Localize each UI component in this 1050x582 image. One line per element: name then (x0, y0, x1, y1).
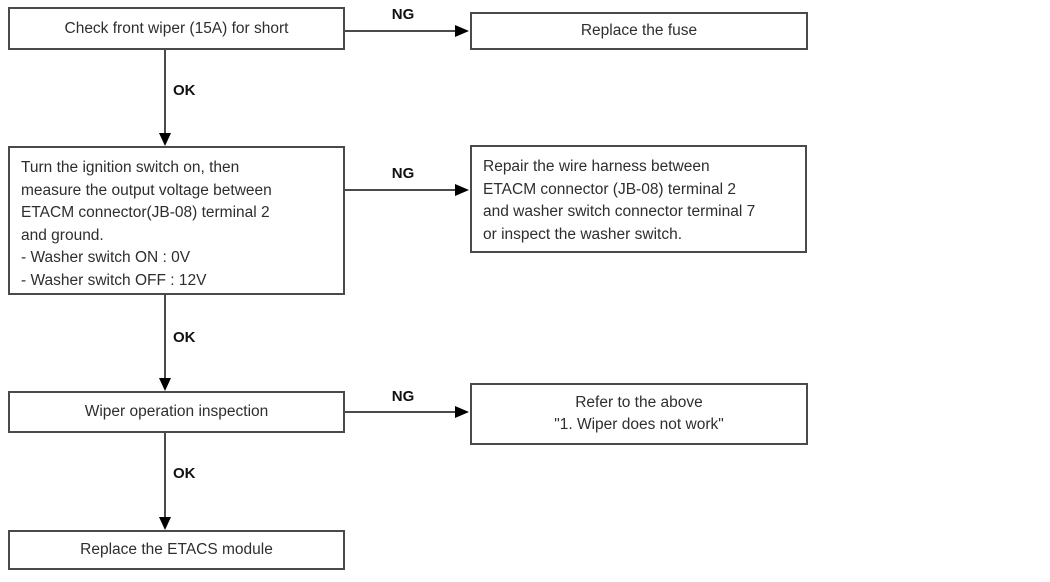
refer-above-line: "1. Wiper does not work" (554, 416, 724, 433)
repair-harness-line: ETACM connector (JB-08) terminal 2 (483, 180, 736, 198)
arrowhead-down-icon (159, 133, 171, 146)
edge-label-ng-3: NG (391, 388, 415, 405)
measure-voltage-line: - Washer switch OFF : 12V (21, 271, 207, 289)
measure-voltage-line: ETACM connector(JB-08) terminal 2 (21, 204, 270, 221)
connector-check-to-measure (164, 50, 166, 135)
edge-label-ok-2: OK (173, 329, 196, 346)
edge-label-ng-1: NG (391, 6, 415, 23)
measure-voltage-line: measure the output voltage between (21, 181, 272, 199)
edge-label-ng-2: NG (391, 165, 415, 182)
arrowhead-down-icon (159, 517, 171, 530)
flow-step-replace-etacs: Replace the ETACS module (8, 530, 345, 570)
flow-step-wiper-inspection: Wiper operation inspection (8, 391, 345, 433)
repair-harness-line: Repair the wire harness between (483, 158, 710, 175)
connector-check-to-replace-fuse (345, 30, 457, 32)
flow-step-replace-fuse: Replace the fuse (470, 12, 808, 50)
repair-harness-line: and washer switch connector terminal 7 (483, 203, 756, 220)
flow-step-measure-voltage: Turn the ignition switch on, then measur… (8, 146, 345, 295)
arrowhead-right-icon (455, 25, 469, 37)
flow-step-refer-above: Refer to the above "1. Wiper does not wo… (470, 383, 808, 445)
measure-voltage-line: Turn the ignition switch on, then (21, 159, 240, 176)
connector-inspection-to-replace-etacs (164, 433, 166, 519)
measure-voltage-line: - Washer switch ON : 0V (21, 249, 191, 266)
flow-step-replace-fuse-label: Replace the fuse (580, 22, 698, 39)
flow-step-check-fuse: Check front wiper (15A) for short (8, 7, 345, 50)
connector-measure-to-repair (345, 189, 457, 191)
arrowhead-down-icon (159, 378, 171, 391)
flow-step-wiper-inspection-label: Wiper operation inspection (84, 403, 269, 420)
refer-above-line: Refer to the above (575, 394, 703, 411)
flow-step-replace-etacs-label: Replace the ETACS module (80, 541, 273, 558)
flow-step-check-fuse-label: Check front wiper (15A) for short (64, 19, 289, 37)
edge-label-ok-3: OK (173, 465, 196, 482)
edge-label-ok-1: OK (173, 82, 196, 99)
arrowhead-right-icon (455, 184, 469, 196)
measure-voltage-line: and ground. (21, 226, 104, 244)
repair-harness-line: or inspect the washer switch. (483, 225, 683, 243)
flow-step-repair-harness: Repair the wire harness between ETACM co… (470, 145, 807, 253)
connector-measure-to-inspection (164, 295, 166, 380)
arrowhead-right-icon (455, 406, 469, 418)
connector-inspection-to-refer (345, 411, 457, 413)
